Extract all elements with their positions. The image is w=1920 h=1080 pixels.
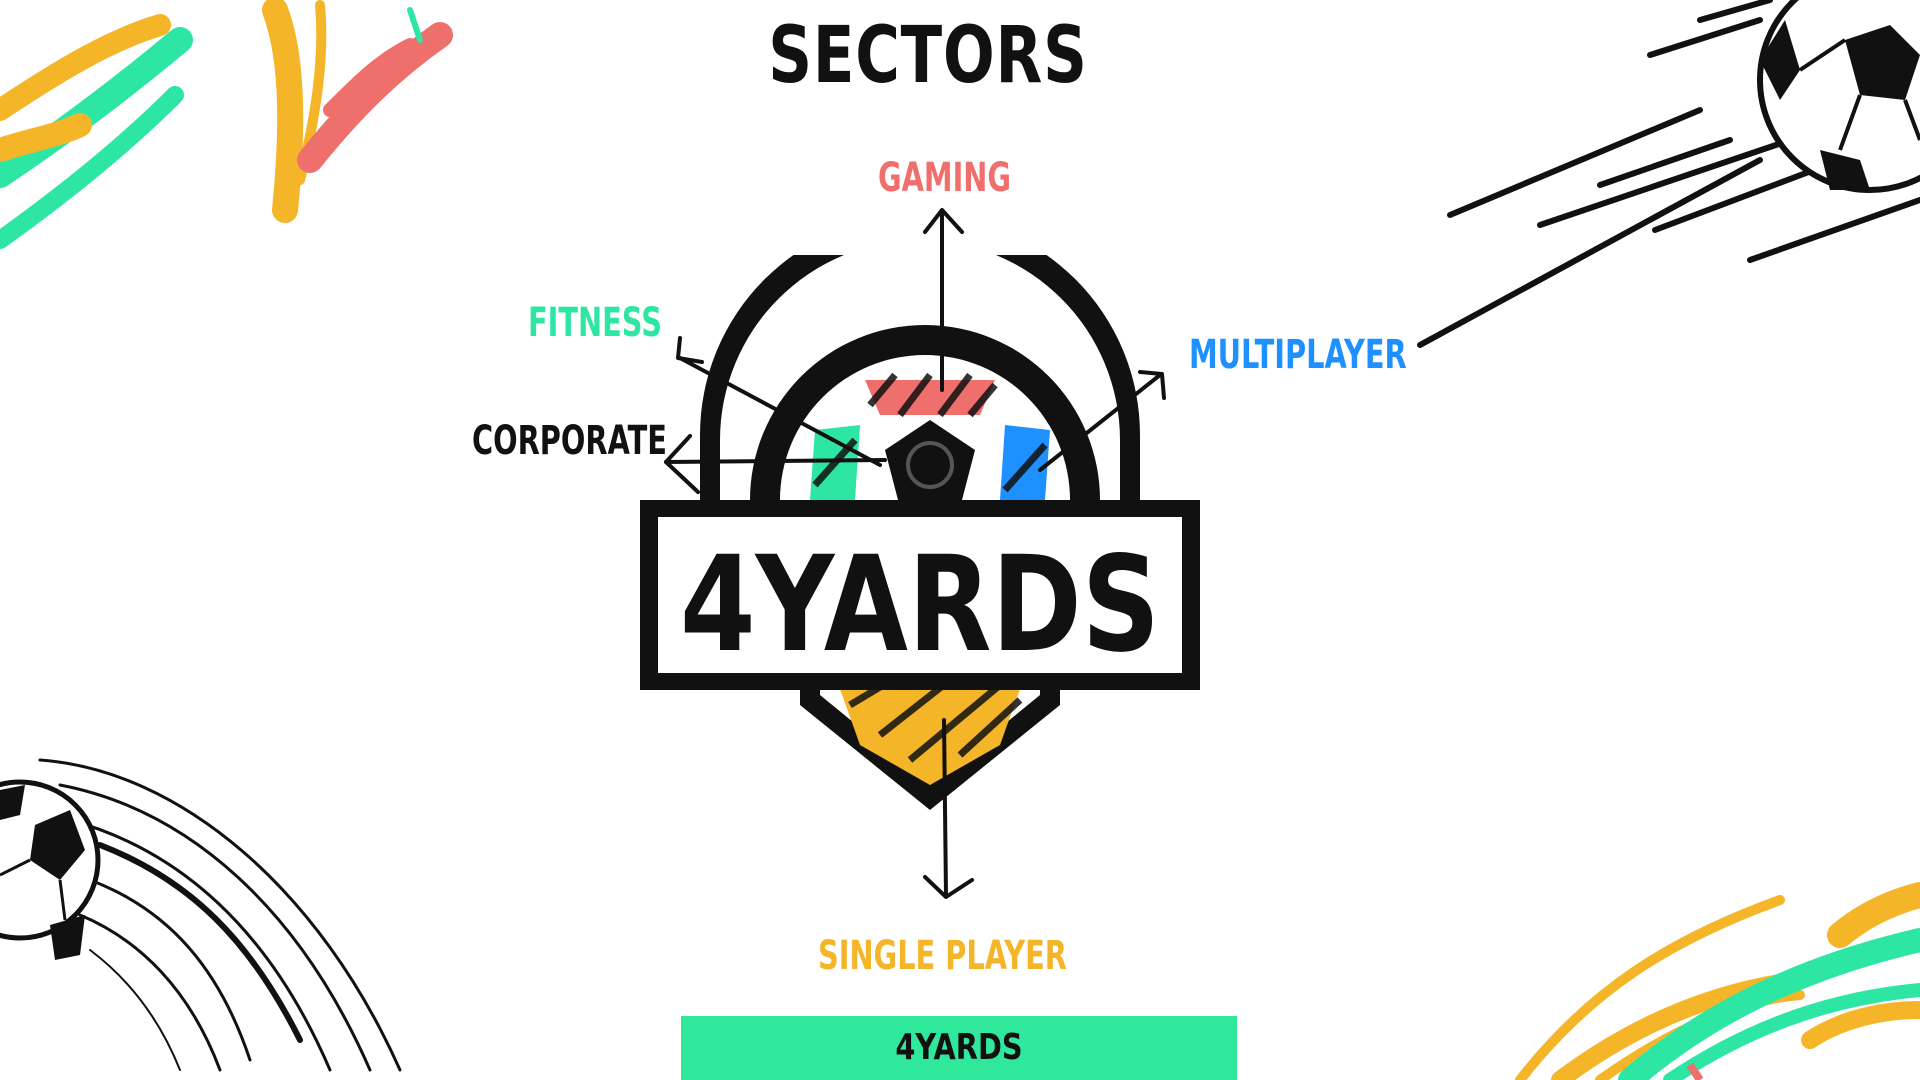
paint-strokes-bottom-right: [1515, 882, 1920, 1080]
arrow-corporate: [664, 458, 887, 464]
4yards-logo: 4YARDS: [640, 255, 1200, 810]
sector-label-corporate: CORPORATE: [472, 418, 667, 464]
logo-wordmark: 4YARDS: [680, 528, 1160, 682]
sector-label-fitness: FITNESS: [528, 300, 663, 346]
sector-label-gaming: GAMING: [878, 155, 1012, 201]
arrow-multiplayer: [1038, 373, 1162, 472]
footer-label: 4YARDS: [895, 1027, 1023, 1068]
sector-label-single-player: SINGLE PLAYER: [818, 933, 1067, 979]
arrow-single-player: [942, 718, 948, 897]
page-title: SECTORS: [768, 11, 1088, 101]
footer-bar: 4YARDS: [681, 1016, 1237, 1080]
sector-label-multiplayer: MULTIPLAYER: [1189, 332, 1407, 378]
soccer-ball-icon: [0, 758, 402, 1072]
soccer-ball-icon: [1417, 0, 1920, 348]
paint-strokes-top-left: [0, 0, 453, 249]
arrow-fitness: [678, 356, 882, 467]
